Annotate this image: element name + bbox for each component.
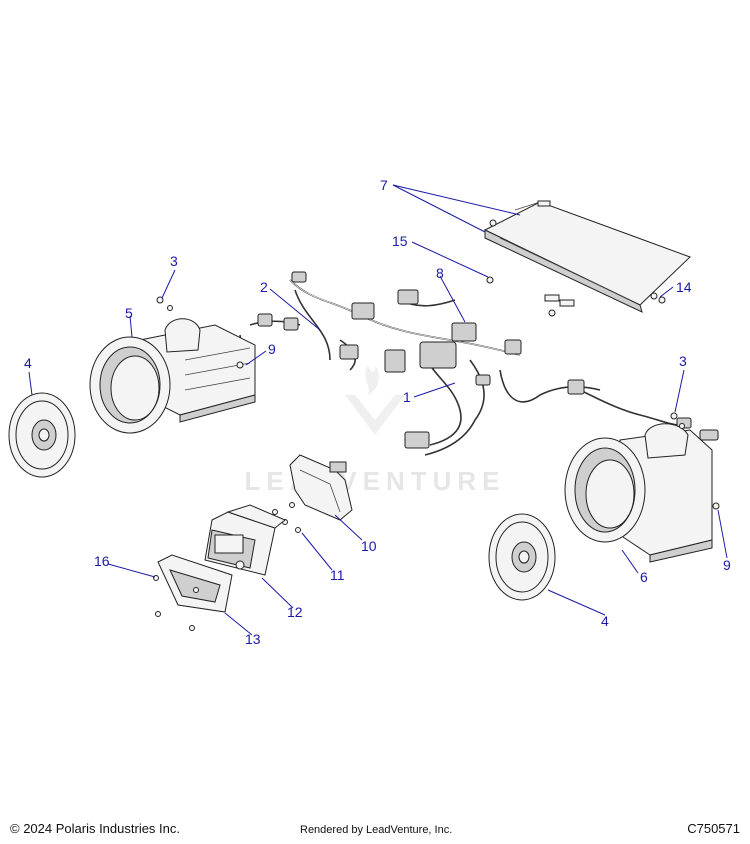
callout-4-right: 4 [601, 613, 609, 629]
copyright-text: © 2024 Polaris Industries Inc. [10, 821, 180, 836]
right-speaker-enclosure [564, 423, 719, 563]
callout-15: 15 [392, 233, 408, 249]
callout-9-right: 9 [723, 557, 731, 573]
callout-2: 2 [260, 279, 268, 295]
screw-14 [650, 292, 666, 304]
left-speaker [8, 392, 76, 478]
callout-4-left: 4 [24, 355, 32, 371]
screw-9-left [236, 361, 244, 369]
radio-head-unit [204, 504, 286, 576]
callout-10: 10 [361, 538, 377, 554]
drawing-number: C750571 [687, 821, 740, 836]
callout-16: 16 [94, 553, 110, 569]
callout-3-left: 3 [170, 253, 178, 269]
callout-7: 7 [380, 177, 388, 193]
left-speaker-enclosure [89, 318, 256, 434]
top-cover-panel [483, 200, 691, 313]
callout-6: 6 [640, 569, 648, 585]
screw-3-right [670, 412, 685, 429]
callout-13: 13 [245, 631, 261, 647]
right-speaker [488, 513, 556, 601]
callout-5: 5 [125, 305, 133, 321]
callout-14: 14 [676, 279, 692, 295]
screw-15 [486, 219, 556, 317]
callout-9-left: 9 [268, 341, 276, 357]
screw-9-right [712, 502, 720, 510]
callouts: 1 2 3 3 4 4 5 6 7 8 9 9 10 11 12 13 14 1… [24, 177, 731, 647]
callout-8: 8 [436, 265, 444, 281]
leader-lines [28, 184, 728, 636]
screw-3-left [156, 296, 173, 311]
mounting-bracket [289, 454, 353, 521]
screws-16 [153, 575, 199, 631]
watermark-text: LEADVENTURE [244, 466, 505, 496]
callout-3-right: 3 [679, 353, 687, 369]
rendered-by-text: Rendered by LeadVenture, Inc. [300, 824, 453, 836]
callout-1: 1 [403, 389, 411, 405]
radio-bezel [157, 554, 233, 613]
watermark: LEADVENTURE [244, 365, 505, 496]
callout-12: 12 [287, 604, 303, 620]
callout-11: 11 [330, 567, 345, 583]
watermark-logo [345, 365, 405, 435]
